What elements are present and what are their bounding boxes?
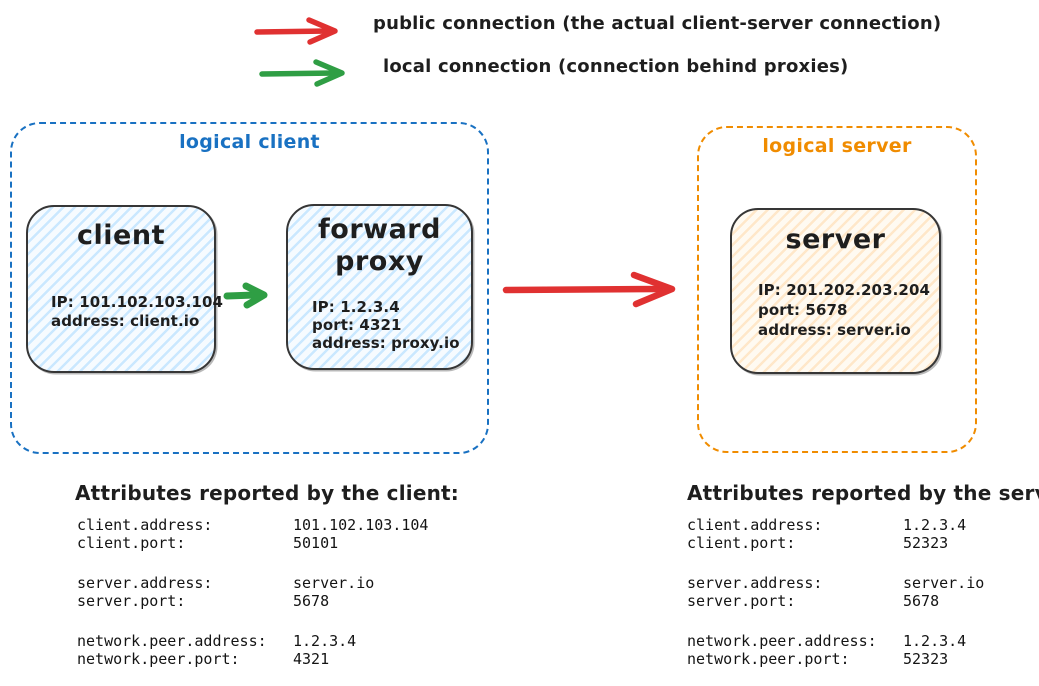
attr-row: client.port: 52323: [687, 533, 984, 553]
attr-key: server.address:: [687, 574, 823, 592]
logical-client-label: logical client: [179, 131, 320, 153]
attr-row: server.address: server.io: [687, 574, 985, 593]
attr-value: server.io: [293, 574, 375, 592]
server-node-title: server: [785, 224, 886, 255]
client-node-address: address: client.io: [51, 312, 200, 330]
attr-value: 52323: [903, 533, 949, 552]
server-attributes-table: client.address: 1.2.3.4 client.port: 523…: [687, 516, 985, 686]
attr-value: 101.102.103.104: [293, 516, 429, 534]
client-attributes-table: client.address: 101.102.103.104 client.p…: [77, 516, 429, 686]
attr-value: 1.2.3.4: [293, 632, 357, 650]
local-connection-arrow-icon: [259, 59, 345, 87]
logical-server-group: logical server: [697, 126, 977, 453]
attr-value: 5678: [293, 591, 330, 610]
legend-public-label: public connection (the actual client-ser…: [373, 13, 942, 34]
server-node-address: address: server.io: [758, 321, 911, 339]
attr-value: server.io: [903, 574, 985, 592]
attr-row: server.port: 5678: [77, 591, 428, 611]
client-node: client IP: 101.102.103.104 address: clie…: [26, 205, 223, 373]
legend-local-label: local connection (connection behind prox…: [383, 56, 849, 77]
public-connection-arrow-icon: [254, 17, 338, 45]
forward-proxy-port: port: 4321: [312, 316, 402, 334]
attr-value: 50101: [293, 533, 339, 552]
attr-key: server.address:: [77, 574, 213, 592]
server-attributes-title: Attributes reported by the server:: [687, 481, 1039, 505]
logical-server-label: logical server: [762, 135, 912, 157]
attr-key: client.address:: [77, 516, 213, 534]
public-connection-main-arrow-icon: [502, 271, 676, 308]
attr-row: client.address: 1.2.3.4: [687, 516, 984, 535]
attr-row: client.address: 101.102.103.104: [77, 516, 429, 535]
server-node-port: port: 5678: [758, 301, 848, 319]
attr-key: network.peer.port:: [77, 649, 240, 668]
attr-value: 1.2.3.4: [903, 516, 967, 534]
attr-row: network.peer.address: 1.2.3.4: [687, 632, 984, 651]
attr-value: 1.2.3.4: [903, 632, 967, 650]
client-attributes-title: Attributes reported by the client:: [75, 481, 459, 505]
attr-value: 5678: [903, 591, 940, 610]
forward-proxy-node: forward proxy IP: 1.2.3.4 port: 4321 add…: [286, 204, 473, 370]
server-node: server IP: 201.202.203.204 port: 5678 ad…: [730, 208, 941, 374]
forward-proxy-title-line1: forward: [318, 214, 441, 245]
attr-row: network.peer.port: 52323: [687, 649, 984, 669]
attr-key: network.peer.address:: [687, 632, 877, 650]
attr-key: server.port:: [77, 591, 186, 610]
forward-proxy-address: address: proxy.io: [312, 334, 460, 352]
attr-row: network.peer.address: 1.2.3.4: [77, 632, 428, 651]
attr-key: server.port:: [687, 591, 796, 610]
attr-value: 4321: [293, 649, 330, 668]
attr-row: server.port: 5678: [687, 591, 984, 611]
attr-key: network.peer.address:: [77, 632, 267, 650]
local-connection-mini-arrow-icon: [223, 282, 268, 309]
attr-row: network.peer.port: 4321: [77, 649, 428, 669]
client-node-ip: IP: 101.102.103.104: [51, 293, 224, 311]
attr-key: client.address:: [687, 516, 823, 534]
logical-client-group: logical client: [10, 122, 489, 454]
forward-proxy-ip: IP: 1.2.3.4: [312, 298, 400, 316]
server-node-ip: IP: 201.202.203.204: [758, 281, 931, 299]
forward-proxy-title-line2: proxy: [335, 246, 424, 277]
attr-value: 52323: [903, 649, 949, 668]
attr-key: client.port:: [687, 533, 796, 552]
attr-row: client.port: 50101: [77, 533, 428, 553]
attr-key: network.peer.port:: [687, 649, 850, 668]
attr-row: server.address: server.io: [77, 574, 428, 593]
attr-key: client.port:: [77, 533, 186, 552]
client-node-title: client: [77, 220, 165, 251]
